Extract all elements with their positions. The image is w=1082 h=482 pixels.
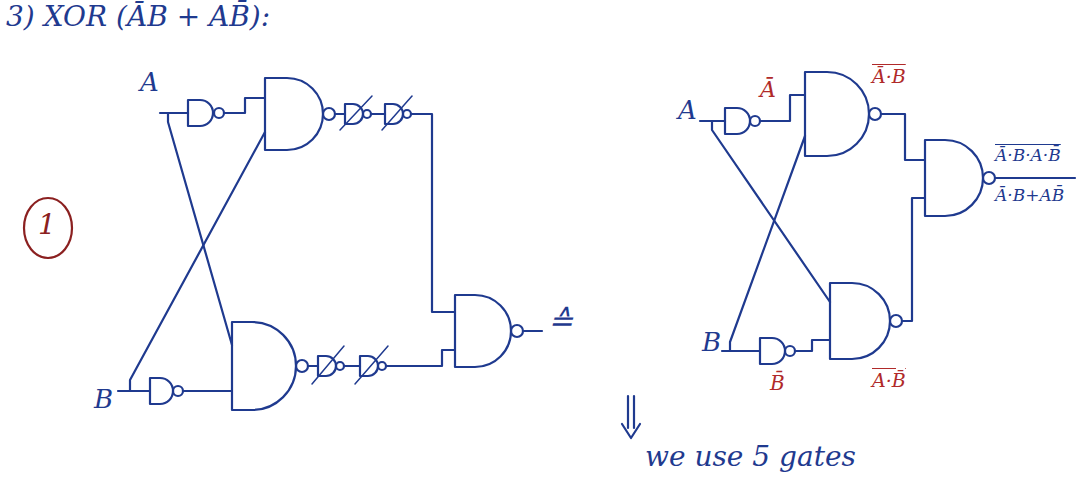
- nand-gate: [232, 322, 296, 410]
- nand-gate: [455, 295, 511, 367]
- signal-label: A: [678, 96, 697, 125]
- nand-gate: [150, 378, 173, 404]
- signal-label: Ā·B·A·B̄: [995, 146, 1061, 165]
- signal-label: Ā·B+AB̄: [995, 186, 1064, 205]
- nand-gate: [830, 283, 890, 359]
- implies-arrow: [622, 396, 640, 438]
- number-circle: [24, 198, 72, 258]
- nand-gate: [188, 100, 213, 126]
- nand-gate: [805, 72, 869, 156]
- nand-gate: [925, 140, 983, 216]
- heading: 3) XOR (ĀB + AB̄):: [6, 2, 270, 33]
- signal-label: Ā·B: [872, 66, 906, 87]
- signal-label: Ā: [760, 78, 776, 102]
- nand-gate: [760, 338, 785, 364]
- signal-label: B̄: [770, 372, 785, 394]
- nand-gate: [265, 78, 323, 150]
- signal-label: we use 5 gates: [645, 442, 856, 473]
- signal-label: A: [140, 68, 159, 97]
- signal-label: A·B̄: [872, 370, 906, 391]
- nand-gate: [725, 108, 750, 134]
- signal-label: 1: [38, 210, 56, 241]
- signal-label: ≙: [548, 304, 573, 337]
- signal-label: B: [702, 328, 721, 357]
- signal-label: B: [94, 385, 113, 414]
